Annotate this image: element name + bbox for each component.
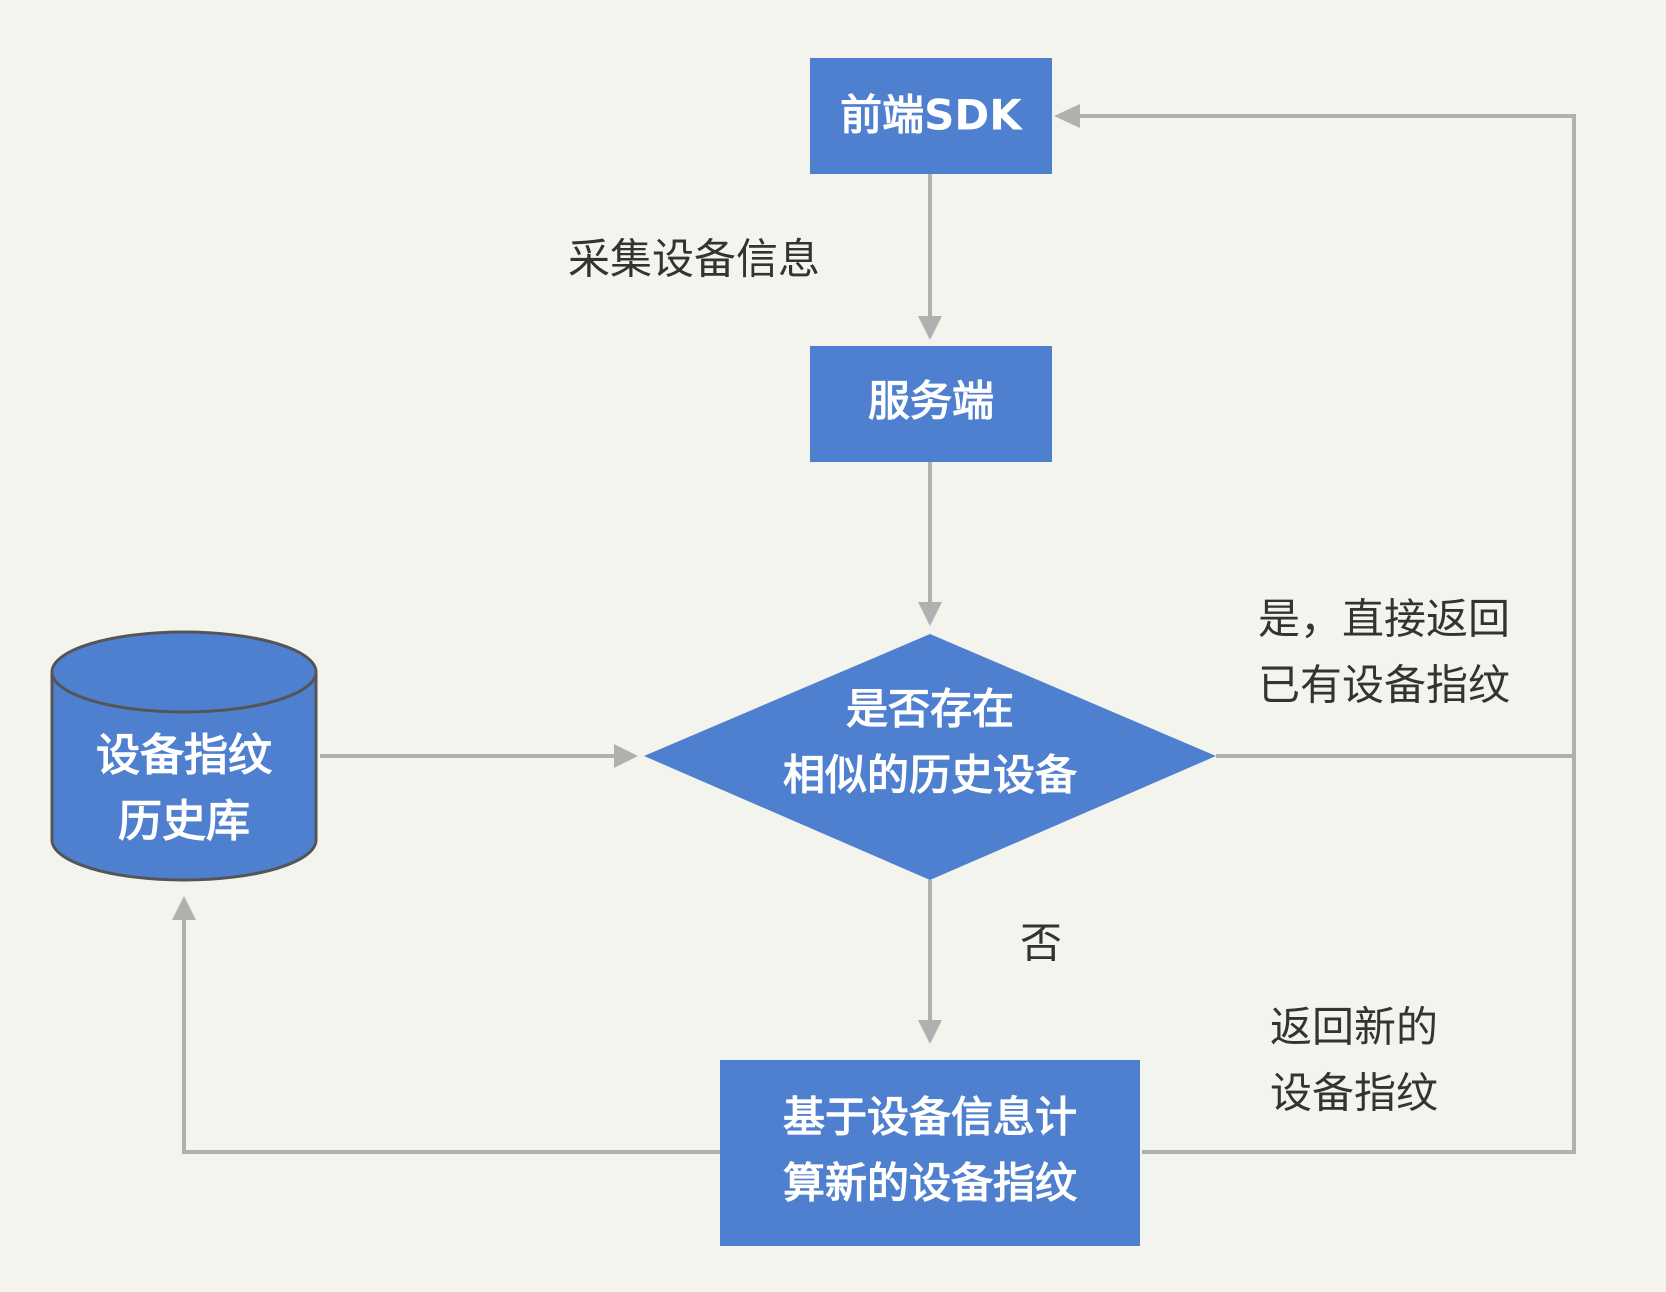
edge-return-to-sdk <box>1078 114 1576 1152</box>
compute-label-line1: 基于设备信息计 <box>783 1093 1077 1142</box>
database-cylinder-body <box>50 672 318 882</box>
server-label: 服务端 <box>868 377 994 426</box>
decision-diamond <box>644 634 1216 880</box>
label-yes-line2: 已有设备指纹 <box>1258 661 1510 710</box>
node-database: 设备指纹 历史库 <box>50 630 318 882</box>
label-collect-device-info: 采集设备信息 <box>568 235 820 284</box>
database-cylinder-top <box>50 630 318 714</box>
arrowhead-return-to-sdk <box>1054 104 1080 128</box>
label-return-new-line2: 设备指纹 <box>1270 1069 1438 1118</box>
arrowhead-server-to-decision <box>918 602 942 626</box>
database-label-line2: 历史库 <box>118 796 250 847</box>
arrowhead-compute-to-database <box>172 896 196 920</box>
arrowhead-database-to-decision <box>614 744 638 768</box>
compute-box <box>720 1060 1140 1246</box>
edge-compute-to-database <box>182 918 720 1154</box>
label-no: 否 <box>1020 919 1062 968</box>
label-return-new-line1: 返回新的 <box>1270 1003 1438 1052</box>
frontend-sdk-label: 前端SDK <box>840 91 1023 140</box>
arrowhead-sdk-to-server <box>918 316 942 340</box>
node-compute: 基于设备信息计 算新的设备指纹 <box>720 1060 1140 1246</box>
node-server: 服务端 <box>810 346 1052 462</box>
node-frontend-sdk: 前端SDK <box>810 58 1052 174</box>
label-yes-line1: 是，直接返回 <box>1258 595 1510 644</box>
database-label-line1: 设备指纹 <box>96 730 273 781</box>
server-box <box>810 346 1052 462</box>
arrowhead-decision-to-compute <box>918 1020 942 1044</box>
decision-label-line2: 相似的历史设备 <box>783 751 1078 800</box>
connectors <box>172 104 1576 1154</box>
decision-label-line1: 是否存在 <box>846 685 1014 734</box>
compute-label-line2: 算新的设备指纹 <box>783 1159 1078 1208</box>
frontend-sdk-box <box>810 58 1052 174</box>
node-decision: 是否存在 相似的历史设备 <box>644 634 1216 880</box>
